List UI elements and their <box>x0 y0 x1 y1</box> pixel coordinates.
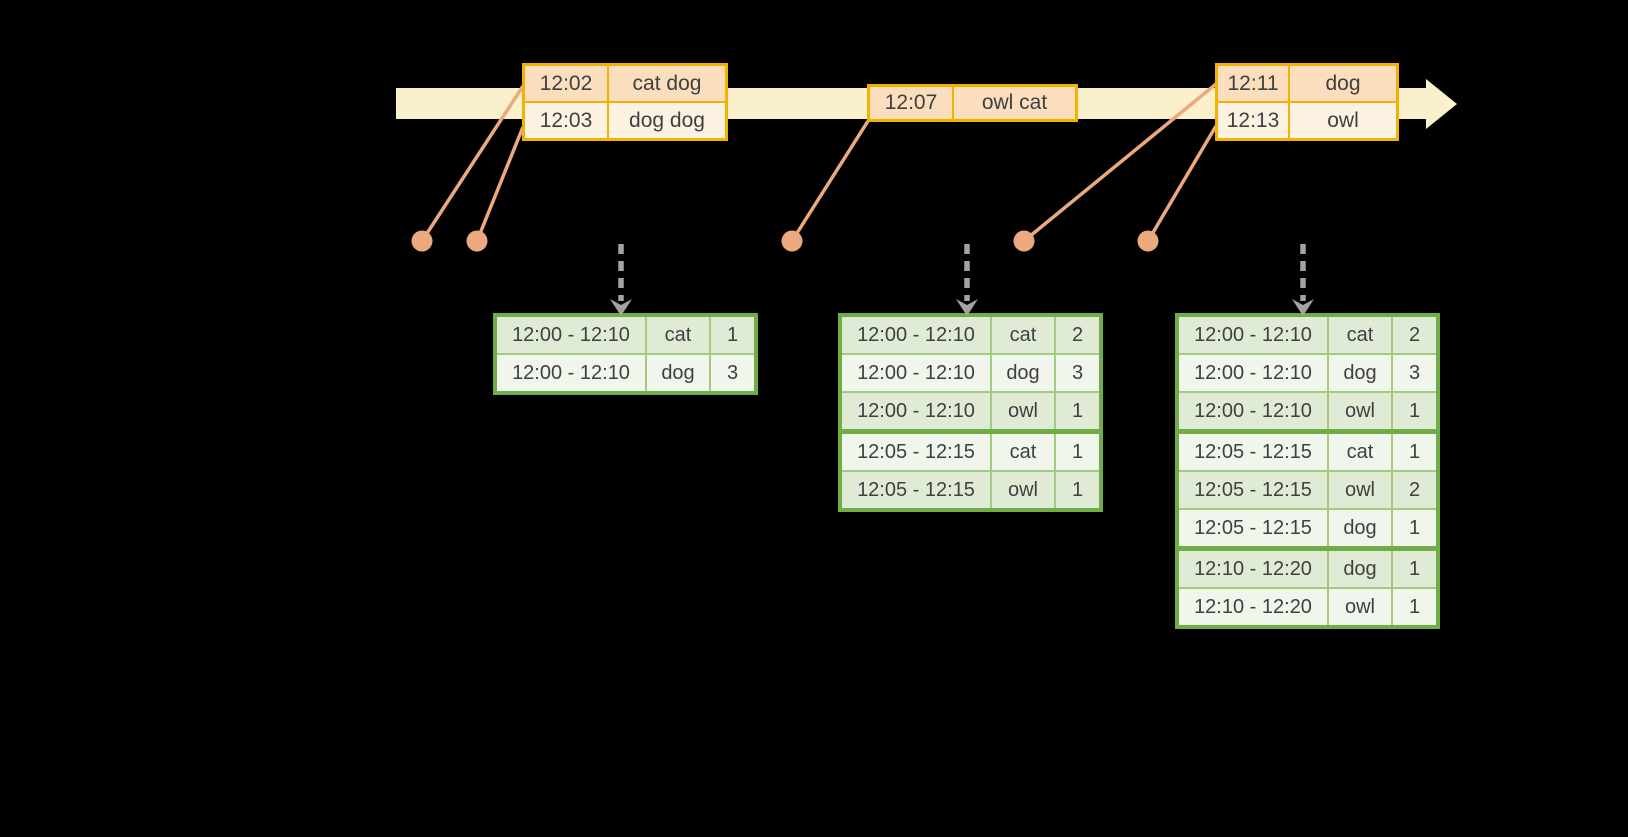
result-window: 12:00 - 12:10 <box>857 323 975 346</box>
event-row: 12:13 owl <box>1218 101 1396 138</box>
result-count: 1 <box>1391 589 1436 625</box>
result-count: 1 <box>1391 551 1436 587</box>
event-words: dog dog <box>629 108 705 132</box>
result-window: 12:05 - 12:15 <box>1194 516 1312 539</box>
event-table-1: 12:02 cat dog 12:03 dog dog <box>522 63 728 141</box>
result-word: owl <box>990 393 1054 429</box>
result-window: 12:10 - 12:20 <box>1194 557 1312 580</box>
result-count: 1 <box>1054 472 1099 508</box>
result-word: cat <box>990 317 1054 353</box>
result-count: 1 <box>1054 393 1099 429</box>
result-count: 1 <box>1391 510 1436 546</box>
result-word: cat <box>645 317 709 353</box>
event-time: 12:13 <box>1218 103 1290 138</box>
result-word: dog <box>645 355 709 391</box>
event-dot-icon <box>466 230 488 252</box>
event-dot-icon <box>1137 230 1159 252</box>
result-word: dog <box>1327 551 1391 587</box>
result-window: 12:00 - 12:10 <box>1194 361 1312 384</box>
result-word: cat <box>1327 317 1391 353</box>
result-count: 1 <box>709 317 754 353</box>
result-window: 12:00 - 12:10 <box>1194 323 1312 346</box>
event-time: 12:02 <box>525 66 609 101</box>
event-words: dog <box>1325 71 1361 95</box>
result-word: owl <box>990 472 1054 508</box>
connector-line <box>1146 125 1218 242</box>
result-window: 12:00 - 12:10 <box>512 323 630 346</box>
result-window: 12:05 - 12:15 <box>857 478 975 501</box>
result-word: dog <box>1327 355 1391 391</box>
result-count: 2 <box>1391 317 1436 353</box>
trigger-arrow-icon <box>1292 244 1314 316</box>
result-count: 1 <box>1054 434 1099 470</box>
result-word: owl <box>1327 393 1391 429</box>
event-row: 12:03 dog dog <box>525 101 725 138</box>
result-word: owl <box>1327 472 1391 508</box>
event-row: 12:02 cat dog <box>525 66 725 101</box>
result-word: dog <box>1327 510 1391 546</box>
event-row: 12:11 dog <box>1218 66 1396 101</box>
result-window: 12:10 - 12:20 <box>1194 595 1312 618</box>
event-time: 12:11 <box>1218 66 1290 101</box>
result-word: owl <box>1327 589 1391 625</box>
timeline-arrowhead-icon <box>1426 79 1457 129</box>
result-word: cat <box>1327 434 1391 470</box>
connector-line <box>790 120 870 242</box>
event-dot-icon <box>1013 230 1035 252</box>
result-window: 12:00 - 12:10 <box>857 399 975 422</box>
result-window: 12:05 - 12:15 <box>1194 440 1312 463</box>
result-count: 2 <box>1391 472 1436 508</box>
result-window: 12:00 - 12:10 <box>1194 399 1312 422</box>
result-count: 3 <box>1391 355 1436 391</box>
trigger-arrow-icon <box>610 244 632 316</box>
result-word: dog <box>990 355 1054 391</box>
result-window: 12:00 - 12:10 <box>857 361 975 384</box>
event-time: 12:07 <box>870 87 954 119</box>
result-window: 12:05 - 12:15 <box>857 440 975 463</box>
result-word: cat <box>990 434 1054 470</box>
result-count: 2 <box>1054 317 1099 353</box>
result-window: 12:00 - 12:10 <box>512 361 630 384</box>
event-time: 12:03 <box>525 103 609 138</box>
result-count: 3 <box>709 355 754 391</box>
result-count: 1 <box>1391 393 1436 429</box>
event-dot-icon <box>411 230 433 252</box>
connector-line <box>475 126 525 242</box>
event-words: owl <box>1327 108 1359 132</box>
event-dots <box>411 230 1159 252</box>
event-table-3: 12:11 dog 12:13 owl <box>1215 63 1399 141</box>
result-window: 12:05 - 12:15 <box>1194 478 1312 501</box>
event-words: owl cat <box>981 91 1048 114</box>
event-dot-icon <box>781 230 803 252</box>
trigger-arrow-icon <box>956 244 978 316</box>
event-table-2: 12:07 owl cat <box>867 84 1078 122</box>
event-words: cat dog <box>632 71 702 95</box>
event-row: 12:07 owl cat <box>870 87 1075 119</box>
result-count: 1 <box>1391 434 1436 470</box>
result-count: 3 <box>1054 355 1099 391</box>
